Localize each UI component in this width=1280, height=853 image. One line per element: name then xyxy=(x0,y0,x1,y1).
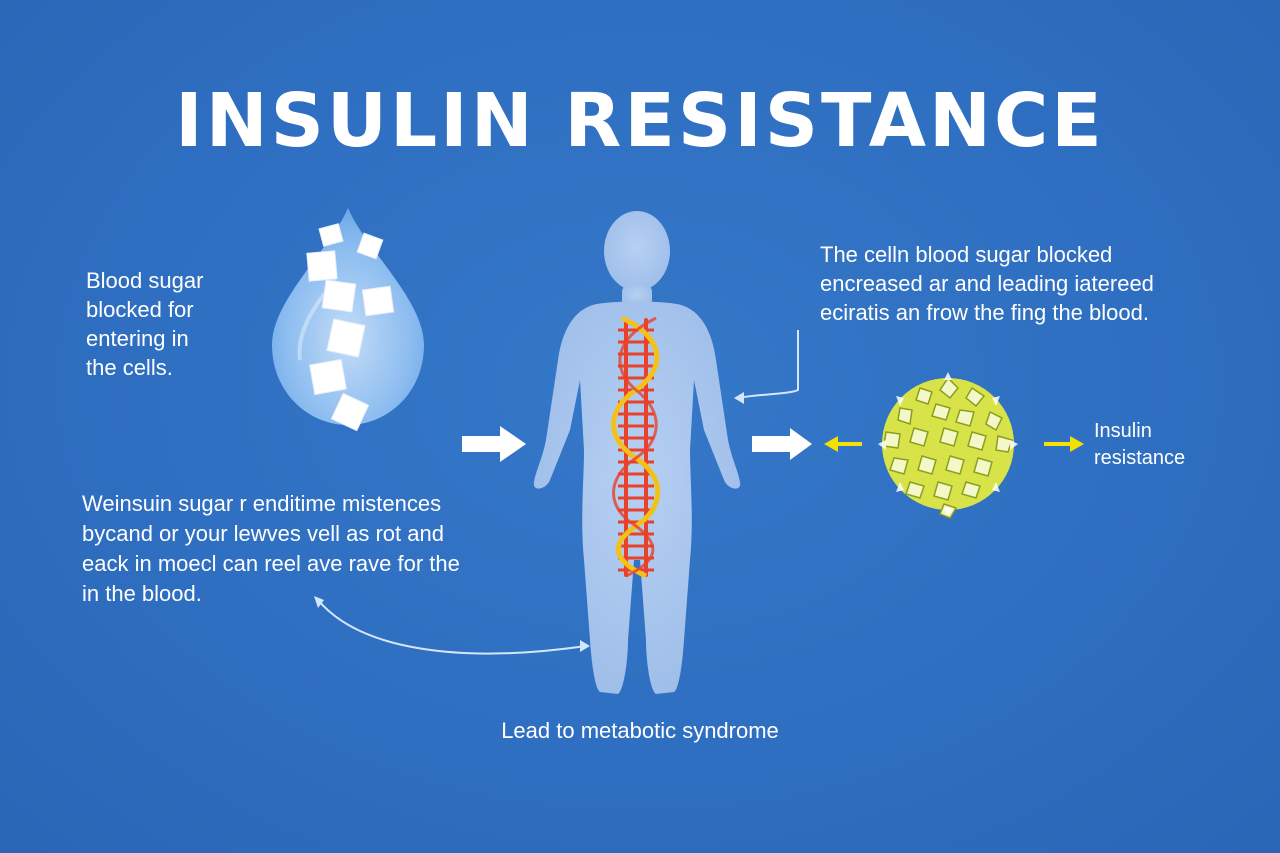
blood-sugar-line: Blood sugar xyxy=(86,268,204,293)
cell-blocked-line: eciratis an frow the fing the blood. xyxy=(820,300,1149,325)
cell-blocked-line: encreased ar and leading iatereed xyxy=(820,271,1154,296)
human-body-icon xyxy=(533,211,741,694)
cell-blocked-text: The celln blood sugar blocked encreased … xyxy=(820,240,1260,327)
insulin-sugar-line: Weinsuin sugar r enditime mistences xyxy=(82,491,442,516)
blood-sugar-text: Blood sugar blocked for entering in the … xyxy=(86,266,306,382)
insulin-sugar-line: bycand or your lewves vell as rot and xyxy=(82,521,444,546)
arrow-right-icon xyxy=(462,426,526,462)
dna-helix-icon xyxy=(611,315,661,579)
yellow-arrow-left-icon xyxy=(824,436,862,452)
insulin-label-line: Insulin xyxy=(1094,420,1152,442)
blood-sugar-line: entering in xyxy=(86,326,189,351)
blood-sugar-line: the cells. xyxy=(86,355,173,380)
blood-sugar-line: blocked for xyxy=(86,297,194,322)
cell-blocked-line: The celln blood sugar blocked xyxy=(820,242,1113,267)
insulin-sugar-line: in the blood. xyxy=(82,581,202,606)
page-title: INSULIN RESISTANCE xyxy=(175,78,1105,164)
cell-cluster-icon xyxy=(878,372,1018,519)
arrow-right-icon xyxy=(752,428,812,460)
curved-arrow-icon xyxy=(314,596,590,655)
insulin-sugar-line: eack in moecl can reel ave rave for the xyxy=(82,551,460,576)
metabolic-syndrome-caption: Lead to metabotic syndrome xyxy=(501,718,779,743)
insulin-label-line: resistance xyxy=(1094,447,1186,469)
blood-sugar-drop-icon xyxy=(272,208,424,432)
insulin-resistance-label: Insulin resistance xyxy=(1094,418,1234,472)
connector-arrow-icon xyxy=(734,330,799,404)
yellow-arrow-right-icon xyxy=(1044,436,1084,452)
insulin-sugar-text: Weinsuin sugar r enditime mistences byca… xyxy=(82,489,542,609)
